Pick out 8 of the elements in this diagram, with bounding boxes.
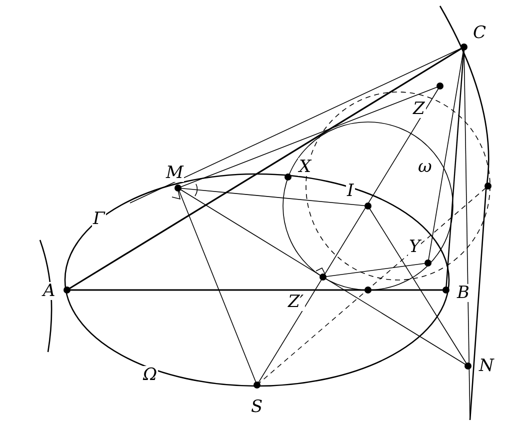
point-label: Z′ xyxy=(287,293,305,311)
point-label: Y xyxy=(408,238,422,256)
point-label: B xyxy=(456,284,470,302)
point-label: X xyxy=(298,158,312,176)
point-label: Z xyxy=(412,100,426,118)
point-label: A xyxy=(42,282,56,300)
point-label: Γ xyxy=(92,210,106,228)
point-label: M xyxy=(165,164,184,182)
